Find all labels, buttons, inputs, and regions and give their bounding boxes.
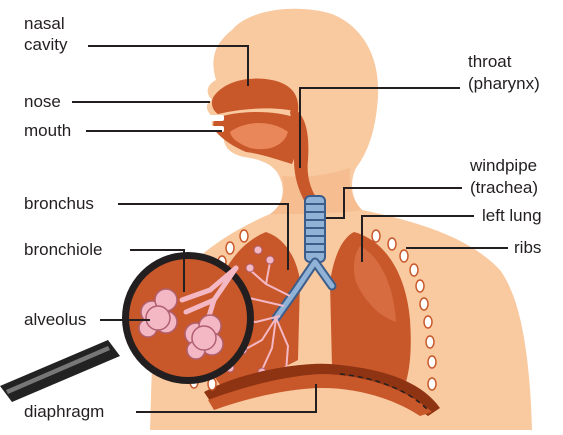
label-nasal-cavity-line2: cavity <box>24 35 67 55</box>
label-alveolus: alveolus <box>24 310 86 330</box>
label-throat-line2: (pharynx) <box>468 74 540 94</box>
label-ribs: ribs <box>514 238 541 258</box>
trachea-group <box>305 196 325 262</box>
magnifier-handle-shine <box>6 346 110 394</box>
label-bronchus: bronchus <box>24 194 94 214</box>
label-bronchiole: bronchiole <box>24 240 102 260</box>
label-nasal-cavity-line1: nasal <box>24 14 65 34</box>
label-nose: nose <box>24 92 61 112</box>
label-mouth: mouth <box>24 121 71 141</box>
label-diaphragm: diaphragm <box>24 402 104 422</box>
teeth-top <box>210 115 224 121</box>
label-windpipe-line1: windpipe <box>470 156 537 176</box>
label-throat-line1: throat <box>468 52 511 72</box>
label-left-lung: left lung <box>482 206 542 226</box>
label-windpipe-line2: (trachea) <box>470 178 538 198</box>
